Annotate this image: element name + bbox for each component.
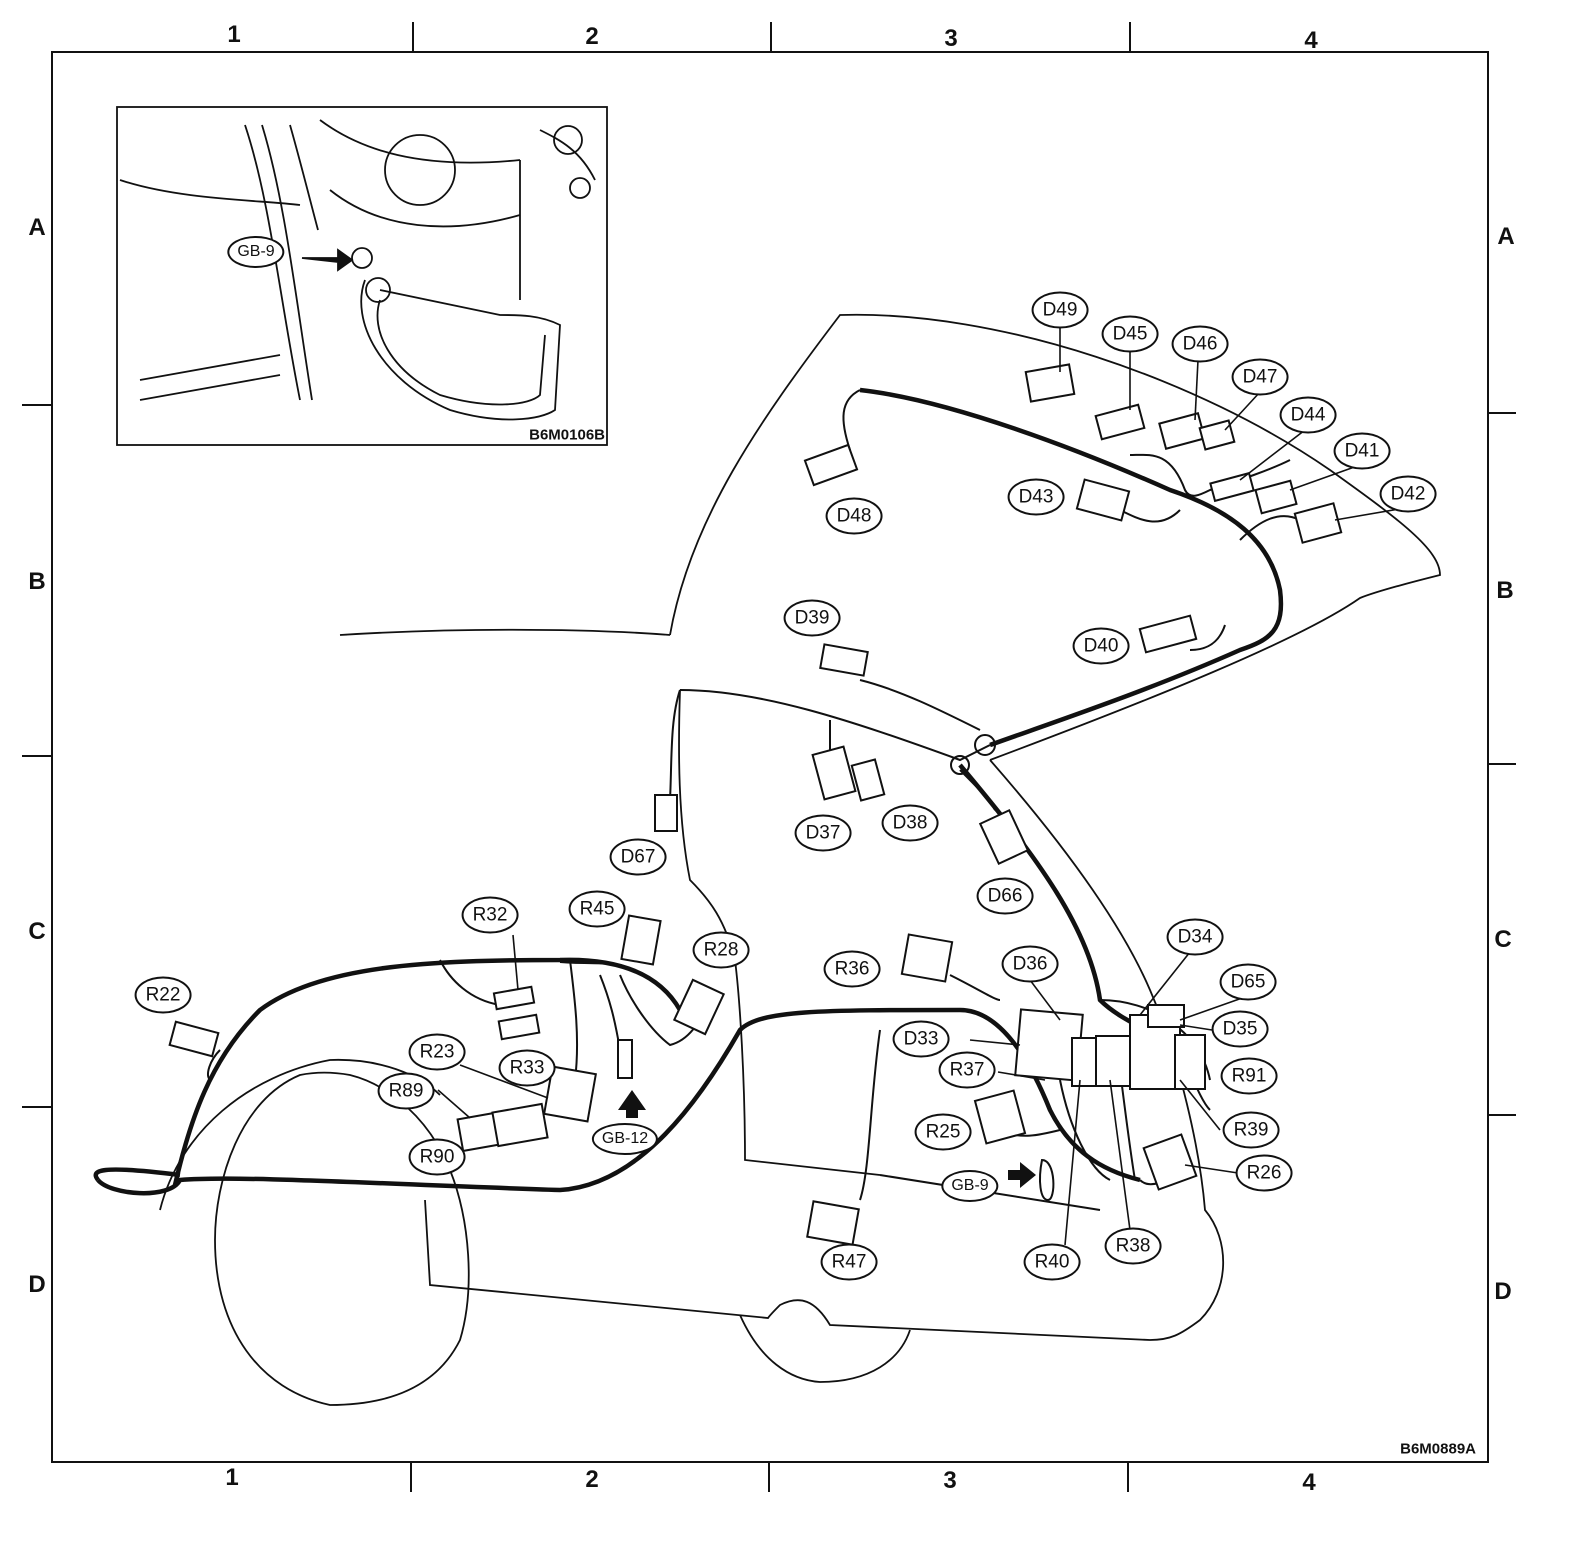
- connector-callout-r47: R47: [820, 1243, 878, 1281]
- connector-callout-d42: D42: [1379, 475, 1437, 513]
- connector-callout-r45: R45: [568, 890, 626, 928]
- connector-callout-r37: R37: [938, 1051, 996, 1089]
- ground-inset: [116, 106, 608, 446]
- connector-callout-d66: D66: [976, 877, 1034, 915]
- vehicle-body-outline: [159, 313, 1441, 1406]
- connector-callout-r22: R22: [134, 976, 192, 1014]
- grid-column-4-top: 4: [1304, 27, 1318, 54]
- connector-callout-r89: R89: [377, 1072, 435, 1110]
- grid-row-b-left: B: [28, 568, 46, 595]
- connector-callout-d44: D44: [1279, 396, 1337, 434]
- connector-bodies: [168, 363, 1343, 1246]
- connector-callout-r39: R39: [1222, 1111, 1280, 1149]
- connector-callout-r25: R25: [914, 1113, 972, 1151]
- leader-lines: [437, 325, 1406, 1246]
- connector-callout-d40: D40: [1072, 627, 1130, 665]
- connector-callout-d41: D41: [1333, 432, 1391, 470]
- grid-column-4-bottom: 4: [1302, 1469, 1316, 1496]
- grid-row-d-right: D: [1494, 1278, 1512, 1305]
- grid-column-1-top: 1: [227, 21, 241, 48]
- connector-callout-r91: R91: [1220, 1057, 1278, 1095]
- arrow-up-icon: [618, 1090, 646, 1118]
- connector-callout-d35: D35: [1211, 1010, 1269, 1048]
- ground-callout-gb12: GB-12: [591, 1123, 659, 1155]
- grid-row-c-right: C: [1494, 926, 1512, 953]
- grommets: [950, 734, 996, 775]
- grid-row-d-left: D: [28, 1271, 46, 1298]
- connector-callout-d48: D48: [825, 497, 883, 535]
- grid-column-1-bottom: 1: [225, 1464, 239, 1491]
- grid-row-c-left: C: [28, 918, 46, 945]
- grid-column-2-top: 2: [585, 23, 599, 50]
- connector-callout-r38: R38: [1104, 1227, 1162, 1265]
- grid-column-2-bottom: 2: [585, 1466, 599, 1493]
- connector-callout-d49: D49: [1031, 291, 1089, 329]
- grid-column-3-top: 3: [944, 25, 958, 52]
- inset-ground-callout: GB-9: [227, 236, 285, 268]
- grid-row-a-right: A: [1497, 223, 1515, 250]
- connector-callout-d67: D67: [609, 838, 667, 876]
- ground-callout-gb9: GB-9: [941, 1170, 999, 1202]
- connector-callout-d33: D33: [892, 1020, 950, 1058]
- figure-code: B6M0889A: [1400, 1440, 1476, 1458]
- connector-callout-r90: R90: [408, 1138, 466, 1176]
- connector-callout-d37: D37: [794, 814, 852, 852]
- ground-arrows: [618, 1090, 1036, 1188]
- grid-row-a-left: A: [28, 214, 46, 241]
- grid-column-3-bottom: 3: [943, 1467, 957, 1494]
- connector-callout-d39: D39: [783, 599, 841, 637]
- connector-callout-d46: D46: [1171, 325, 1229, 363]
- connector-callout-d38: D38: [881, 804, 939, 842]
- connector-callout-d36: D36: [1001, 945, 1059, 983]
- connector-callout-d34: D34: [1166, 918, 1224, 956]
- connector-callout-r36: R36: [823, 950, 881, 988]
- connector-callout-d47: D47: [1231, 358, 1289, 396]
- connector-callout-r26: R26: [1235, 1154, 1293, 1192]
- connector-callout-r23: R23: [408, 1033, 466, 1071]
- inset-figure-code: B6M0106B: [529, 426, 605, 444]
- connector-callout-r40: R40: [1023, 1243, 1081, 1281]
- arrow-right-icon: [1008, 1162, 1036, 1188]
- connector-callout-r32: R32: [461, 896, 519, 934]
- connector-callout-d45: D45: [1101, 315, 1159, 353]
- connector-callout-d43: D43: [1007, 478, 1065, 516]
- connector-callout-r28: R28: [692, 931, 750, 969]
- connector-callout-d65: D65: [1219, 963, 1277, 1001]
- connector-callout-r33: R33: [498, 1049, 556, 1087]
- grid-row-b-right: B: [1496, 577, 1514, 604]
